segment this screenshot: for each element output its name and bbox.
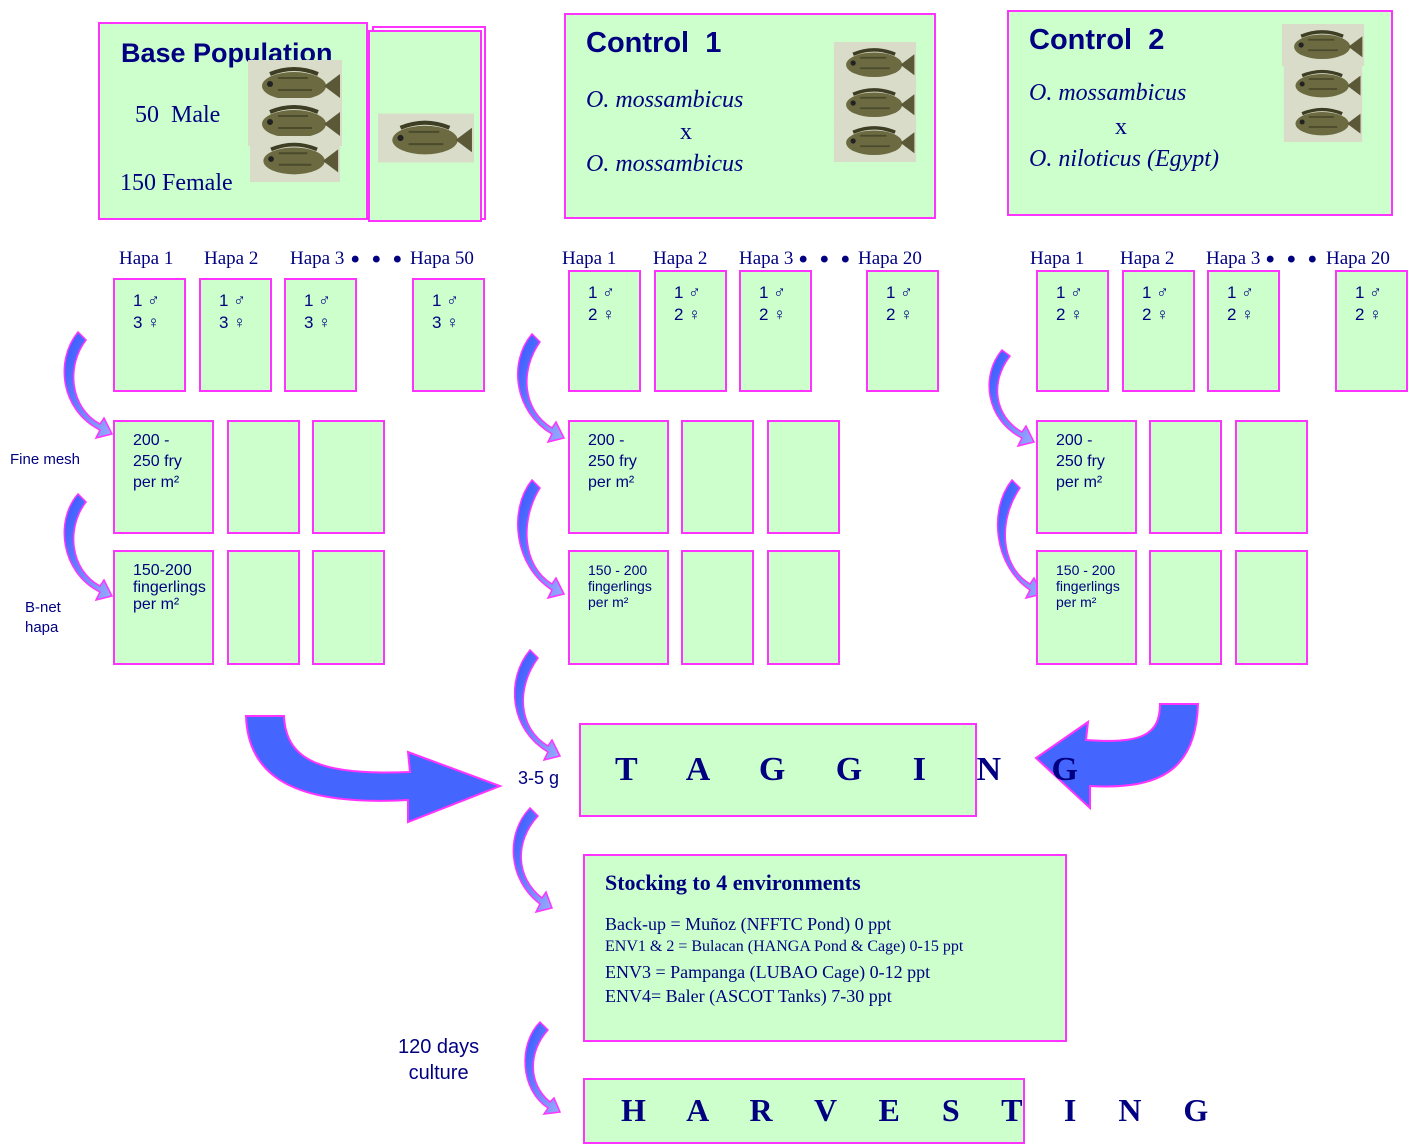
tagging-box: T A G G I N G [579,723,1078,817]
control1-cross: x [680,119,692,145]
hapa-cell: 1 ♂ 2 ♀ [654,270,727,392]
hapa-cell: 1 ♂ 3 ♀ [199,278,272,392]
hapa-cell: 1 ♂ 2 ♀ [739,270,812,392]
curved-arrow-icon [63,492,114,602]
curved-arrow-icon [517,478,566,600]
harvesting-title: H A R V E S T I N G [621,1092,1226,1128]
stocking-line: ENV1 & 2 = Bulacan (HANGA Pond & Cage) 0… [605,938,964,955]
curved-arrow-icon [513,648,562,762]
tilapia-fish-icon [249,136,341,182]
control2-title: Control 2 [1029,24,1165,56]
hapa-cell: 1 ♂ 2 ♀ [866,270,939,392]
harvesting-box: H A R V E S T I N G [583,1078,1208,1144]
control1-title: Control 1 [586,27,722,59]
hapa-label: Hapa 20 [858,248,922,269]
tilapia-fish-icon [833,82,917,124]
hapa-label: Hapa 1 [119,248,174,269]
stocking-line: ENV4= Baler (ASCOT Tanks) 7-30 ppt [605,986,892,1006]
fry-cell [767,420,840,534]
fry-cell [227,420,300,534]
hapa-cell: 1 ♂ 3 ♀ [113,278,186,392]
hapa-label: Hapa 2 [1120,248,1175,269]
curved-arrow-icon [988,348,1036,448]
control2-parent1: O. mossambicus [1029,80,1187,106]
tilapia-fish-icon [833,42,917,84]
hapa-label: Hapa 2 [653,248,708,269]
fine-mesh-label: Fine mesh [10,451,81,468]
stocking-title: Stocking to 4 environments [605,870,861,895]
hapa-cell: 1 ♂ 2 ♀ [1122,270,1195,392]
hapa-label: Hapa 3 [1206,248,1261,269]
control1-parent2: O. mossambicus [586,151,744,177]
control1-parent1: O. mossambicus [586,87,744,113]
fingerling-cell [1149,550,1222,665]
fingerling-cell [681,550,754,665]
fingerling-cell: 150 - 200 fingerlings per m² [1036,550,1137,665]
stocking-line: ENV3 = Pampanga (LUBAO Cage) 0-12 ppt [605,962,931,982]
fingerling-cell: 150 - 200 fingerlings per m² [568,550,669,665]
ellipsis: • • • [1266,246,1320,273]
hapa-label: Hapa 1 [562,248,617,269]
fingerling-cell [227,550,300,665]
hapa-cell: 1 ♂ 2 ♀ [1036,270,1109,392]
fry-cell [1149,420,1222,534]
fry-cell [681,420,754,534]
fry-cell: 200 - 250 fry per m² [568,420,669,534]
fry-cell [312,420,385,534]
ellipsis: • • • [799,246,853,273]
tilapia-fish-icon [833,120,917,162]
hapa-label: Hapa 50 [410,248,474,269]
hapa-cell: 1 ♂ 2 ♀ [1335,270,1408,392]
curved-arrow-icon [512,806,553,914]
curved-arrow-icon [63,330,114,440]
hapa-label: Hapa 2 [204,248,259,269]
hapa-cell: 1 ♂ 3 ♀ [284,278,357,392]
stocking-line: Back-up = Muñoz (NFFTC Pond) 0 ppt [605,914,892,934]
curved-arrow-icon [524,1020,562,1115]
fingerling-cell [312,550,385,665]
curved-arrow-icon [517,332,566,444]
hapa-cell: 1 ♂ 2 ♀ [1207,270,1280,392]
fry-cell [1235,420,1308,534]
weight-label: 3-5 g [518,768,560,788]
big-arrow-right-icon [1034,703,1200,811]
fingerling-cell: 150-200 fingerlings per m² [113,550,214,665]
hapa-cell: 1 ♂ 2 ♀ [568,270,641,392]
hapa-label: Hapa 20 [1326,248,1390,269]
tilapia-fish-icon [1281,24,1365,66]
big-arrow-left-icon [244,715,503,824]
fingerling-cell [767,550,840,665]
fingerling-cell [1235,550,1308,665]
stocking-box: Stocking to 4 environments Back-up = Muñ… [583,854,1067,1042]
tilapia-fish-icon [378,113,474,163]
control2-parent2: O. niloticus (Egypt) [1029,146,1219,172]
control2-cross: x [1115,114,1127,140]
tagging-title: T A G G I N G [615,751,1099,788]
male-count: 50 Male [135,102,221,128]
hapa-label: Hapa 3 [290,248,345,269]
hapa-label: Hapa 1 [1030,248,1085,269]
culture-label: 120 days culture [398,1036,480,1084]
fry-cell: 200 - 250 fry per m² [1036,420,1137,534]
female-count: 150 Female [120,170,233,196]
tilapia-fish-icon [1283,102,1363,142]
hapa-label: Hapa 3 [739,248,794,269]
hapa-cell: 1 ♂ 3 ♀ [412,278,485,392]
ellipsis: • • • [351,246,405,273]
fry-cell: 200 - 250 fry per m² [113,420,214,534]
tilapia-fish-icon [1283,64,1363,104]
bnet-label: B-net hapa [25,599,61,636]
